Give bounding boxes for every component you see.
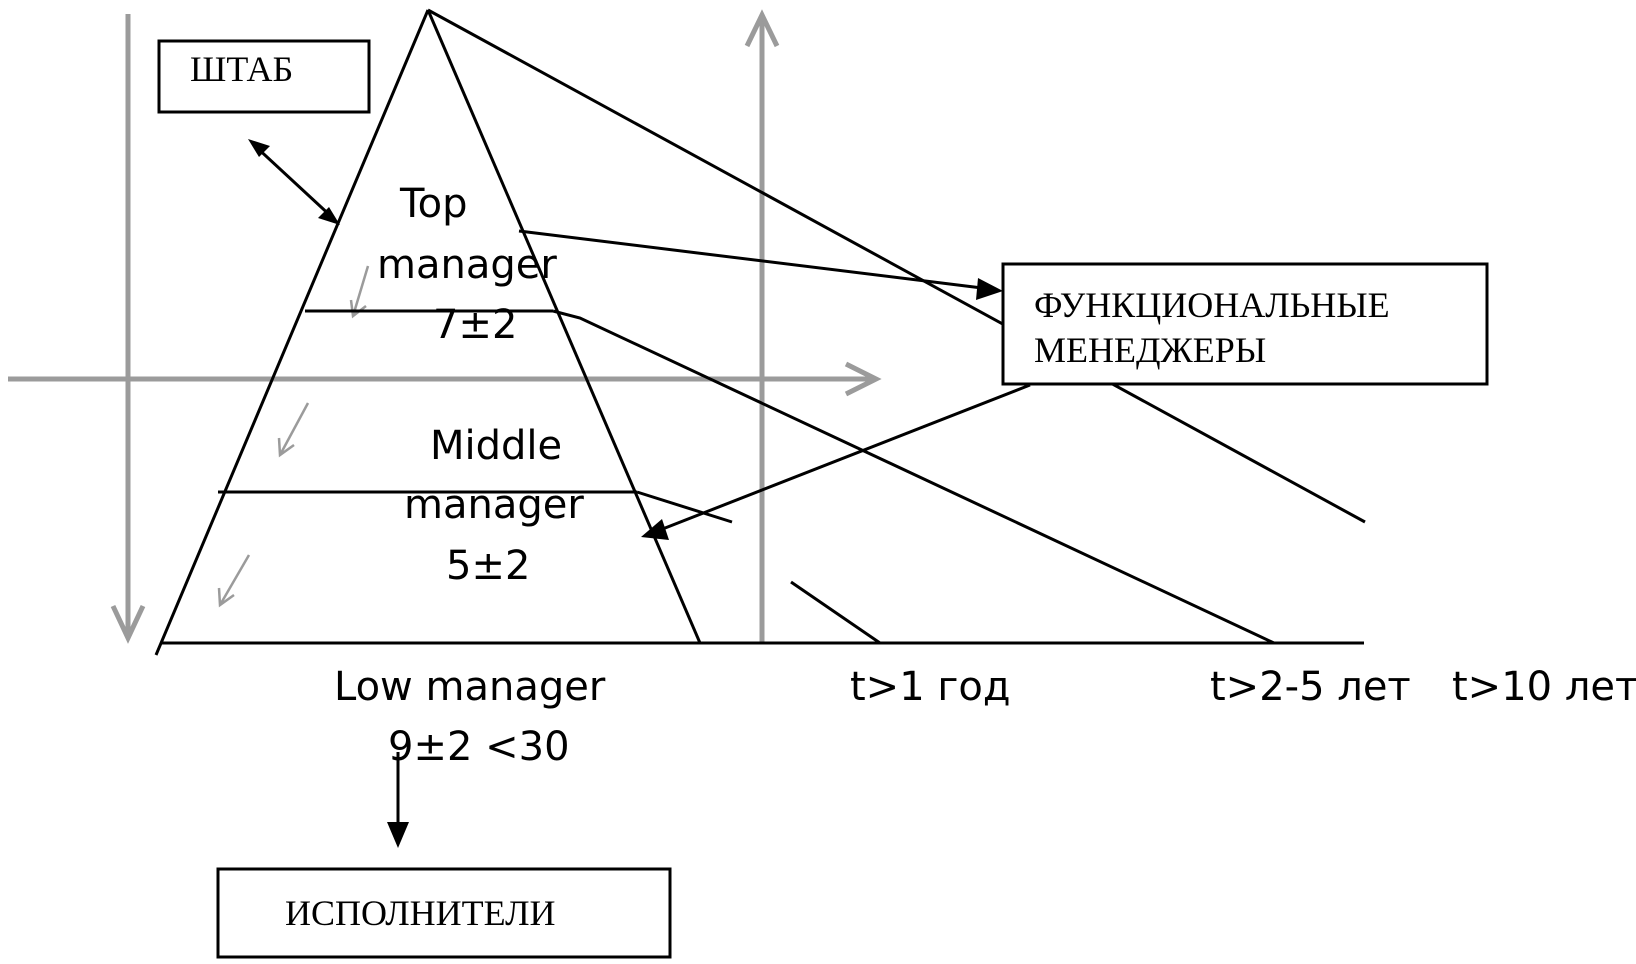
functional-label-line2: МЕНЕДЖЕРЫ	[1034, 330, 1266, 370]
top-span: 7±2	[433, 302, 517, 348]
horizon-lines	[427, 8, 1366, 645]
horizon-middle-stub	[636, 490, 733, 524]
horizon-medium-line	[552, 309, 1275, 645]
delegation-arrow-2	[277, 402, 310, 458]
delegation-arrow-1	[349, 265, 370, 319]
delegation-arrow-3	[217, 554, 251, 608]
horizon-labels: t>1 год t>2-5 лет t>10 лет	[850, 664, 1636, 710]
gray-axes	[8, 9, 882, 644]
left-down-arrowhead	[110, 604, 146, 644]
staff-double-arrow	[248, 139, 340, 225]
middle-sub: manager	[404, 482, 584, 528]
low-span: 9±2 <30	[388, 724, 570, 770]
middle-title: Middle	[430, 423, 562, 469]
pyramid-labels: Top manager 7±2 Middle manager 5±2 Low m…	[334, 181, 606, 770]
horizon-medium-label: t>2-5 лет	[1210, 664, 1411, 710]
time-vertical-arrowhead	[744, 9, 780, 48]
horizon-long-line	[427, 8, 1366, 524]
low-to-performers-arrow	[387, 752, 409, 848]
horizontal-arrowhead	[844, 361, 882, 397]
performers-label: ИСПОЛНИТЕЛИ	[285, 893, 556, 933]
pyramid-left-edge	[154, 9, 430, 656]
middle-span: 5±2	[446, 543, 530, 589]
top-sub: manager	[377, 242, 557, 288]
top-to-functional-arrow	[518, 229, 1003, 300]
horizon-long-label: t>10 лет	[1452, 664, 1636, 710]
staff-box: ШТАБ	[157, 39, 371, 114]
top-title: Top	[399, 181, 468, 227]
staff-label: ШТАБ	[190, 49, 293, 89]
horizon-short-label: t>1 год	[850, 664, 1011, 710]
black-arrows	[248, 139, 1031, 848]
performers-box: ИСПОЛНИТЕЛИ	[216, 867, 672, 959]
functional-label-line1: ФУНКЦИОНАЛЬНЫЕ	[1034, 285, 1390, 325]
horizon-short-line	[790, 580, 881, 645]
low-title: Low manager	[334, 664, 606, 710]
functional-managers-box: ФУНКЦИОНАЛЬНЫЕ МЕНЕДЖЕРЫ	[1001, 262, 1489, 386]
functional-to-middle-arrow	[641, 383, 1031, 540]
